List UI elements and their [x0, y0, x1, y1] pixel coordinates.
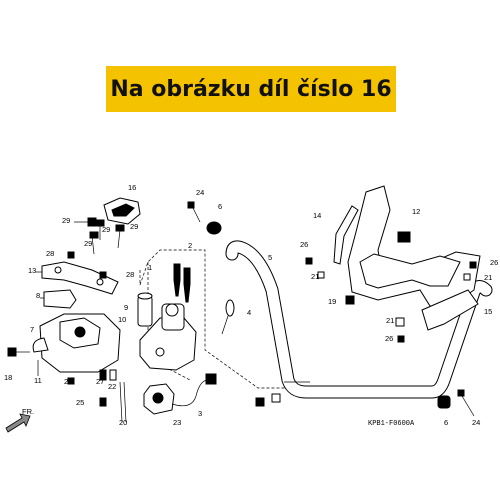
- callout-c26b: 26: [490, 258, 498, 267]
- bolts-29: [74, 217, 125, 255]
- part-number-banner: Na obrázku díl číslo 16: [106, 66, 396, 112]
- part-8-clamp: [40, 289, 77, 309]
- callout-c28a: 28: [46, 249, 54, 258]
- callout-c11: 11: [34, 376, 42, 385]
- diagram-code: KPB1-F0600A: [368, 420, 415, 428]
- callout-c13: 13: [28, 266, 36, 275]
- callout-c29d: 29: [84, 239, 92, 248]
- part-4-key: [221, 299, 235, 335]
- callout-c23: 23: [173, 418, 181, 427]
- callout-c18: 18: [4, 373, 12, 382]
- callout-c7: 7: [30, 325, 34, 334]
- handlebar-pipe: [225, 240, 493, 399]
- callout-c27: 27: [96, 377, 104, 386]
- callout-c15: 15: [484, 307, 492, 316]
- callout-c3: 3: [198, 409, 202, 418]
- part-2-keys: [173, 263, 191, 303]
- callout-c1: 1: [148, 263, 152, 272]
- callout-c25a: 25: [64, 377, 72, 386]
- callout-c26c: 26: [385, 334, 393, 343]
- callout-c21c: 21: [386, 316, 394, 325]
- banner-text: Na obrázku díl číslo 16: [110, 76, 392, 102]
- bolt-24-bottom: [437, 389, 475, 417]
- callout-c25b: 25: [76, 398, 84, 407]
- callout-c24b: 24: [472, 418, 480, 427]
- callout-c6b: 6: [444, 418, 448, 427]
- right-screws: [305, 257, 477, 343]
- callout-c5: 5: [268, 253, 272, 262]
- callout-c29b: 29: [130, 222, 138, 231]
- callout-c19: 19: [328, 297, 336, 306]
- callout-c21b: 21: [484, 273, 492, 282]
- callout-c4: 4: [247, 308, 251, 317]
- callout-c17: 17: [398, 231, 406, 240]
- callout-c2: 2: [188, 241, 192, 250]
- callout-c20: 20: [119, 418, 127, 427]
- callout-c24a: 24: [196, 188, 204, 197]
- callout-c21a: 21: [311, 272, 319, 281]
- callout-c26a: 26: [300, 240, 308, 249]
- part-7-lower-holder: [32, 313, 121, 373]
- part-12-upper-cowl: [347, 185, 481, 309]
- callout-c9: 9: [124, 303, 128, 312]
- part-16-top-cover: [103, 197, 141, 225]
- callout-c28b: 28: [126, 270, 134, 279]
- small-bolts: [67, 369, 117, 407]
- callout-c29c: 29: [102, 225, 110, 234]
- callout-c16: 16: [128, 183, 136, 192]
- front-direction-arrow: FR.: [5, 407, 34, 433]
- part-3-switch: [143, 373, 281, 415]
- callout-c12: 12: [412, 207, 420, 216]
- callout-c10: 10: [118, 315, 126, 324]
- callout-c6a: 6: [218, 202, 222, 211]
- part-9-cylinder: [137, 292, 153, 327]
- part-20-screw: [119, 381, 127, 423]
- callout-c29a: 29: [62, 216, 70, 225]
- bolt-24-top: [187, 201, 222, 235]
- ignition-switch: [139, 303, 197, 371]
- callout-c22: 22: [108, 382, 116, 391]
- part-14-arm: [333, 205, 359, 265]
- part-17-clip: [397, 231, 411, 243]
- part-13-bracket: [36, 251, 119, 295]
- callout-c14: 14: [313, 211, 321, 220]
- front-direction-label: FR.: [22, 407, 34, 416]
- bolt-18: [7, 347, 39, 376]
- callout-c8: 8: [36, 291, 40, 300]
- part-15-lower-cover: [421, 289, 479, 331]
